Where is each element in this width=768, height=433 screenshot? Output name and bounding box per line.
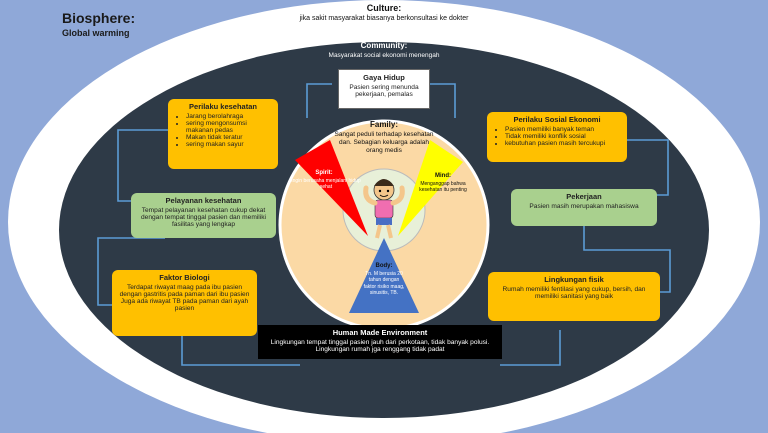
perilaku-sosial-box: Perilaku Sosial Ekonomi Pasien memiliki …	[487, 112, 627, 162]
spirit-title: Spirit:	[315, 170, 333, 176]
pelayanan-box: Pelayanan kesehatan Tempat pelayanan kes…	[131, 193, 276, 238]
mind-title: Mind:	[435, 173, 451, 179]
gaya-hidup-text: Pasien sering menunda pekerjaan, pemalas	[349, 84, 419, 98]
human-made-line: Lingkungan tempat tinggal pasien jauh da…	[270, 339, 490, 346]
perilaku-kesehatan-list: Jarang berolahraga sering mengonsumsi ma…	[172, 113, 274, 148]
community-title: Community:	[360, 41, 408, 50]
family-text: Sangat peduli terhadap kesehatan dan. Se…	[334, 131, 434, 155]
mind-text: Menganggap bahwa kesehatan itu penting	[419, 181, 467, 194]
person-icon	[363, 179, 405, 239]
body-title: Body:	[375, 263, 393, 269]
connector-lines	[97, 83, 671, 366]
perilaku-sosial-item: Tidak memiliki konflik sosial	[505, 133, 623, 140]
body-triangle	[349, 238, 419, 313]
pelayanan-text: Tempat pelayanan kesehatan cukup dekat d…	[141, 207, 266, 228]
body-text: Tn. M berusia 20 tahun dengan faktor ris…	[363, 271, 405, 296]
faktor-biologi-line: Juga ada riwayat TB pada paman dari ayah…	[120, 298, 249, 312]
pekerjaan-box: Pekerjaan Pasien masih merupakan mahasis…	[511, 189, 657, 226]
gaya-hidup-title: Gaya Hidup	[363, 73, 405, 82]
perilaku-kesehatan-item: sering mengonsumsi makanan pedas	[186, 120, 274, 134]
perilaku-sosial-title: Perilaku Sosial Ekonomi	[513, 115, 601, 124]
lingkungan-fisik-title: Lingkungan fisik	[544, 275, 604, 284]
pekerjaan-title: Pekerjaan	[566, 192, 602, 201]
lingkungan-fisik-text: Rumah memiliki fentilasi yang cukup, ber…	[502, 286, 646, 300]
perilaku-sosial-item: Pasien memiliki banyak teman	[505, 126, 623, 133]
faktor-biologi-box: Faktor Biologi Terdapat riwayat maag pad…	[112, 270, 257, 336]
faktor-biologi-title: Faktor Biologi	[159, 273, 210, 282]
human-made-box: Human Made Environment Lingkungan tempat…	[258, 325, 502, 359]
family-title: Family:	[369, 120, 398, 129]
gaya-hidup-box: Gaya Hidup Pasien sering menunda pekerja…	[338, 69, 430, 109]
perilaku-kesehatan-item: Makan tidak teratur	[186, 134, 274, 141]
perilaku-kesehatan-item: sering makan sayur	[186, 141, 274, 148]
culture-text: jika sakit masyarakat biasanya berkonsul…	[299, 15, 469, 22]
perilaku-sosial-item: kebutuhan pasien masih tercukupi	[505, 140, 623, 147]
perilaku-kesehatan-box: Perilaku kesehatan Jarang berolahraga se…	[168, 99, 278, 169]
human-made-line: Lingkungan rumah jga renggang tidak pada…	[315, 346, 445, 353]
mind-triangle	[398, 140, 463, 236]
spirit-triangle	[295, 140, 368, 236]
community-text: Masyarakat social ekonomi menengah	[328, 52, 440, 59]
biosphere-title: Biosphere:	[62, 10, 136, 26]
human-made-title: Human Made Environment	[332, 328, 428, 337]
spirit-text: Ingin berusaha menjalani hidup sehat	[291, 178, 361, 191]
biosphere-subtitle: Global warming	[62, 28, 130, 38]
pekerjaan-text: Pasien masih merupakan mahasiswa	[529, 203, 639, 210]
pelayanan-title: Pelayanan kesehatan	[165, 196, 242, 205]
perilaku-kesehatan-title: Perilaku kesehatan	[189, 102, 257, 111]
lingkungan-fisik-box: Lingkungan fisik Rumah memiliki fentilas…	[488, 272, 660, 321]
perilaku-sosial-list: Pasien memiliki banyak teman Tidak memil…	[491, 126, 623, 147]
culture-title: Culture:	[366, 3, 402, 13]
faktor-biologi-line: Terdapat riwayat maag pada ibu pasien de…	[119, 284, 250, 298]
perilaku-kesehatan-item: Jarang berolahraga	[186, 113, 274, 120]
